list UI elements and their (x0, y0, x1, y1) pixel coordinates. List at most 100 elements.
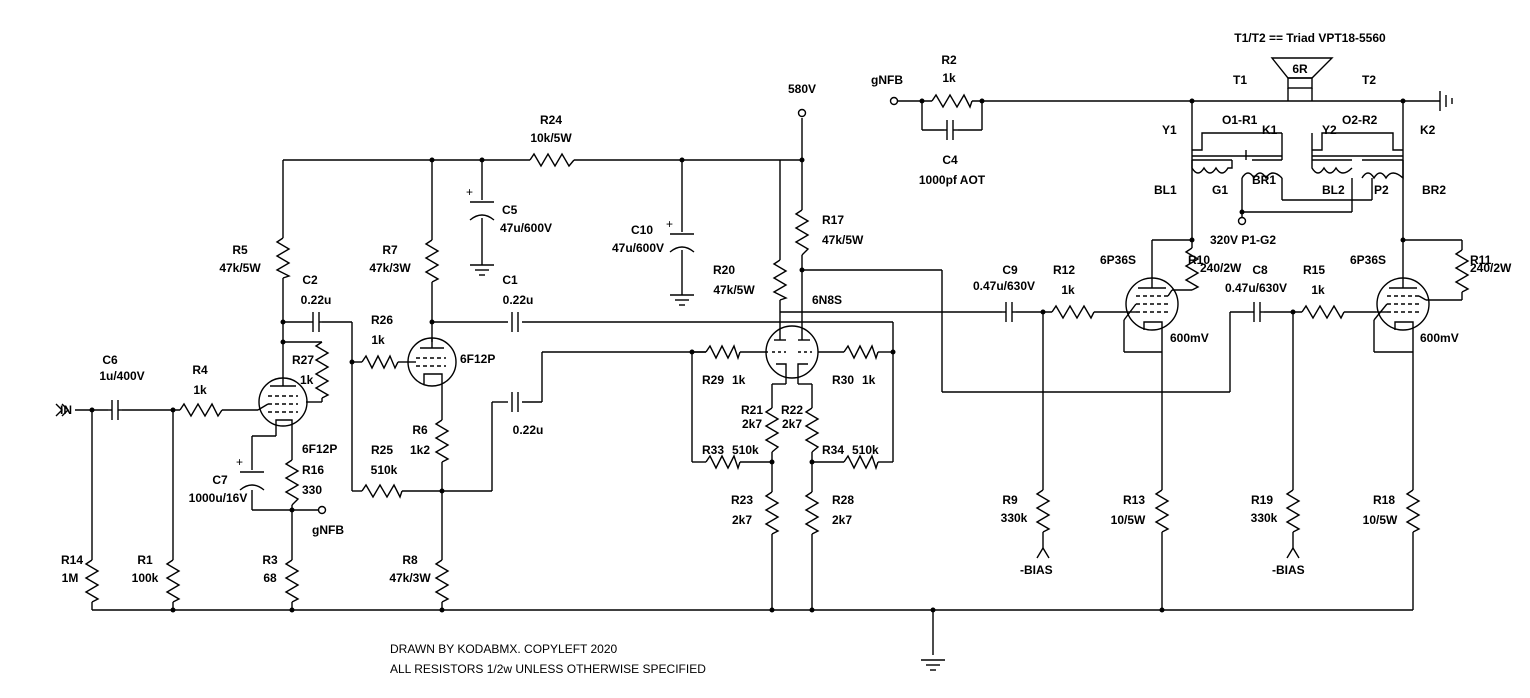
r19-value: 330k (1251, 511, 1278, 525)
label-y1: Y1 (1162, 123, 1177, 137)
r17-value: 47k/5W (822, 233, 864, 247)
c1-value: 0.22u (503, 293, 534, 307)
r15-value: 1k (1311, 283, 1325, 297)
label-speaker: 6R (1292, 62, 1308, 76)
c2-name: C2 (302, 273, 318, 287)
r19-name: R19 (1251, 493, 1273, 507)
r23-value: 2k7 (732, 513, 752, 527)
r1-name: R1 (137, 553, 153, 567)
label-bl2: BL2 (1322, 183, 1345, 197)
label-k1: K1 (1262, 123, 1278, 137)
r13-value: 10/5W (1111, 513, 1146, 527)
c4-name: C4 (942, 153, 958, 167)
r7-value: 47k/3W (369, 261, 411, 275)
label-br1: BR1 (1252, 173, 1276, 187)
r9-value: 330k (1001, 511, 1028, 525)
resistor-r23 (764, 491, 780, 535)
b-plus-terminal (797, 108, 807, 118)
resistor-r21 (764, 407, 780, 453)
tube-v2 (407, 337, 457, 387)
r24-name: R24 (540, 113, 562, 127)
resistor-r28 (804, 491, 820, 535)
resistor-r22 (804, 407, 820, 453)
r10-value: 240/2W (1200, 261, 1242, 275)
r34-name: R34 (822, 443, 844, 457)
svg-text:+: + (666, 217, 673, 231)
resistor-r7 (424, 239, 440, 283)
r18-name: R18 (1373, 493, 1395, 507)
resistor-r27 (314, 341, 330, 399)
label-580v: 580V (788, 82, 816, 96)
ground-icon (920, 659, 946, 671)
resistor-r11 (1454, 249, 1470, 293)
c5-value: 47u/600V (500, 221, 552, 235)
tube-v5 (1373, 277, 1430, 331)
r17-name: R17 (822, 213, 844, 227)
c1-name: C1 (502, 273, 518, 287)
label-600mv-1: 600mV (1170, 331, 1209, 345)
c6-name: C6 (102, 353, 118, 367)
capacitors: + + + (108, 120, 1264, 491)
r14-value: 1M (62, 571, 79, 585)
tube-v2-label: 6F12P (460, 352, 495, 366)
r5-value: 47k/5W (219, 261, 261, 275)
r34-value: 510k (852, 443, 879, 457)
label-t1: T1 (1233, 73, 1247, 87)
resistor-r3 (284, 559, 300, 603)
r24-value: 10k/5W (530, 131, 572, 145)
r1-value: 100k (132, 571, 159, 585)
resistor-r1 (165, 559, 181, 603)
tube-v3 (765, 325, 819, 379)
label-br2: BR2 (1422, 183, 1446, 197)
r21-name: R21 (741, 403, 763, 417)
label-transformer-note: T1/T2 == Triad VPT18-5560 (1234, 31, 1386, 45)
chassis-ground-icon (1439, 91, 1453, 111)
r20-value: 47k/5W (713, 283, 755, 297)
r5-name: R5 (232, 243, 248, 257)
resistor-r6 (434, 419, 450, 463)
r22-value: 2k7 (782, 417, 802, 431)
label-o2r2: O2-R2 (1342, 113, 1378, 127)
r3-name: R3 (262, 553, 278, 567)
r16-name: R16 (302, 463, 324, 477)
capacitor-c7: + (236, 455, 265, 491)
resistor-note-text: ALL RESISTORS 1/2w UNLESS OTHERWISE SPEC… (390, 662, 706, 676)
credit-text: DRAWN BY KODABMX. COPYLEFT 2020 (390, 642, 618, 656)
r3-value: 68 (263, 571, 277, 585)
r30-name: R30 (832, 373, 854, 387)
resistor-r2 (931, 93, 973, 109)
resistor-r20 (772, 259, 788, 301)
c7-name: C7 (212, 473, 228, 487)
c6-value: 1u/400V (99, 369, 144, 383)
resistor-r4 (179, 402, 223, 418)
r8-value: 47k/3W (389, 571, 431, 585)
resistor-r25 (361, 483, 403, 499)
junctions (89, 98, 1406, 613)
r26-name: R26 (371, 313, 393, 327)
label-k2: K2 (1420, 123, 1436, 137)
r15-name: R15 (1303, 263, 1325, 277)
label-bl1: BL1 (1154, 183, 1177, 197)
resistor-r24 (529, 152, 575, 168)
c8-name: C8 (1252, 263, 1268, 277)
r6-name: R6 (412, 423, 428, 437)
resistor-r12 (1051, 304, 1095, 320)
capacitor-c3 (511, 392, 519, 412)
label-gnfb-bottom: gNFB (312, 523, 344, 537)
tube-v4-label: 6P36S (1100, 253, 1136, 267)
c10-name: C10 (631, 223, 653, 237)
r13-name: R13 (1123, 493, 1145, 507)
r25-name: R25 (371, 443, 393, 457)
r8-name: R8 (402, 553, 418, 567)
label-in: IN (60, 403, 72, 417)
r20-name: R20 (713, 263, 735, 277)
label-gnfb-top: gNFB (871, 73, 903, 87)
input-arrow-icon (55, 403, 69, 417)
c4-value: 1000pf AOT (919, 173, 986, 187)
tube-v5-label: 6P36S (1350, 253, 1386, 267)
svg-text:+: + (236, 455, 243, 469)
c8-value: 0.47u/630V (1225, 281, 1287, 295)
r26-value: 1k (371, 333, 385, 347)
ground-icon (469, 264, 495, 276)
